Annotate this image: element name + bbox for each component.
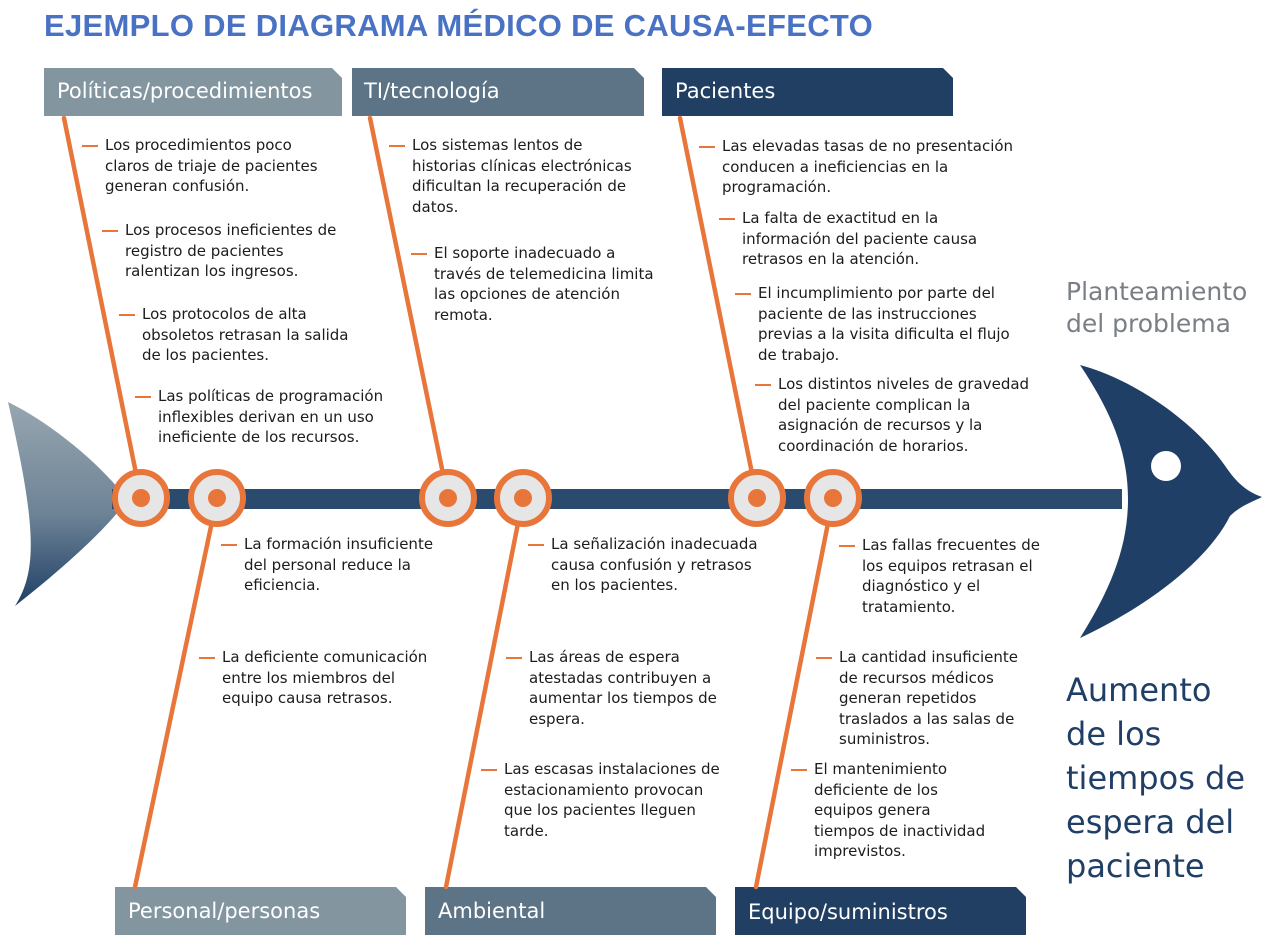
bone-equipo	[753, 495, 836, 890]
header-box-ambiental	[425, 887, 716, 935]
item-dash	[699, 146, 715, 148]
item-dash	[82, 145, 98, 147]
joint-politicas-dot	[132, 489, 150, 507]
bone-ti	[367, 115, 451, 501]
header-box-equipo	[735, 887, 1026, 935]
fish-head	[1080, 365, 1262, 638]
header-box-personal	[115, 887, 406, 935]
item-dash	[135, 396, 151, 398]
joint-ambiental-dot	[514, 489, 532, 507]
header-box-politicas	[44, 68, 342, 116]
item-dash	[735, 293, 751, 295]
item-dash	[102, 230, 118, 232]
category-label-ambiental: Ambiental	[438, 899, 546, 923]
bone-personal	[132, 495, 220, 890]
bone-ambiental	[443, 495, 526, 890]
item-dash	[221, 544, 237, 546]
category-label-personal: Personal/personas	[128, 899, 321, 923]
header-box-pacientes	[662, 68, 953, 116]
fish-spine	[112, 489, 1122, 509]
item-dash	[839, 545, 855, 547]
item-dash	[481, 769, 497, 771]
category-label-ti: TI/tecnología	[364, 79, 500, 103]
category-label-equipo: Equipo/suministros	[748, 900, 948, 924]
bone-pacientes	[677, 115, 760, 501]
item-dash	[119, 314, 135, 316]
joint-ti-dot	[439, 489, 457, 507]
item-dash	[719, 218, 735, 220]
bone-politicas	[61, 115, 144, 501]
item-dash	[528, 544, 544, 546]
item-dash	[791, 769, 807, 771]
item-dash	[389, 145, 405, 147]
header-box-ti	[352, 68, 644, 116]
item-dash	[816, 657, 832, 659]
category-label-pacientes: Pacientes	[675, 79, 776, 103]
joint-personal-dot	[208, 489, 226, 507]
category-label-politicas: Políticas/procedimientos	[57, 79, 313, 103]
item-dash	[199, 657, 215, 659]
item-dash	[506, 657, 522, 659]
joint-pacientes-dot	[748, 489, 766, 507]
item-dash	[755, 384, 771, 386]
item-dash	[411, 253, 427, 255]
fish-tail	[8, 402, 118, 606]
joint-equipo-dot	[824, 489, 842, 507]
fish-eye	[1151, 451, 1181, 481]
page-title: EJEMPLO DE DIAGRAMA MÉDICO DE CAUSA-EFEC…	[44, 8, 873, 43]
